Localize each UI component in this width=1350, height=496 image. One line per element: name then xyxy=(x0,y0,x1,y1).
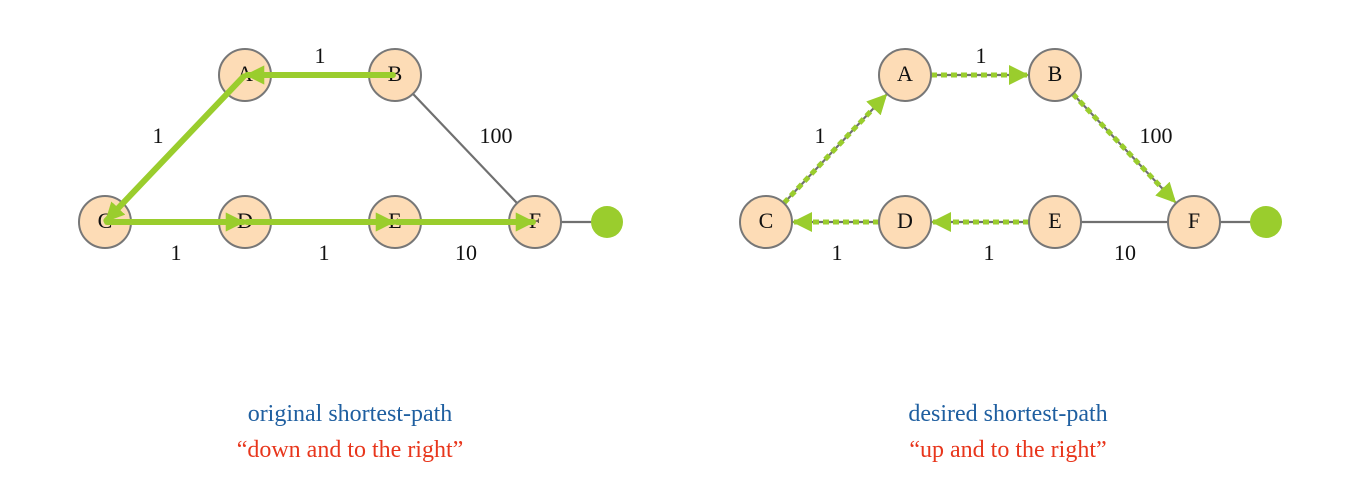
original-edge-weight-B-A: 1 xyxy=(315,43,326,68)
desired-edge-weight-C-A: 1 xyxy=(815,123,826,148)
desired-node-label-E: E xyxy=(1048,208,1061,233)
original-edge-weight-D-E: 1 xyxy=(319,240,330,265)
desired-edge-weight-E-F: 10 xyxy=(1114,240,1136,265)
caption-desired-title: desired shortest-path xyxy=(908,401,1108,427)
desired-highlighted-path xyxy=(782,65,1177,232)
desired-node-label-B: B xyxy=(1048,61,1063,86)
desired-node-D: D xyxy=(878,195,932,249)
original-path-arrows xyxy=(103,65,536,232)
original-edge-weight-E-F: 10 xyxy=(455,240,477,265)
desired-node-circle-F xyxy=(1167,195,1221,249)
original-source-dot xyxy=(591,206,623,238)
caption-desired: desired shortest-path “up and to the rig… xyxy=(758,396,1258,468)
caption-original-subtitle: “down and to the right” xyxy=(236,437,464,463)
desired-node-label-A: A xyxy=(897,61,913,86)
desired-source-dot xyxy=(1250,206,1282,238)
original-edge-weight-A-C: 1 xyxy=(153,123,164,148)
caption-desired-subtitle: “up and to the right” xyxy=(909,437,1107,463)
desired-node-F: F xyxy=(1167,195,1221,249)
desired-node-label-C: C xyxy=(759,208,774,233)
desired-path-edge-B-F xyxy=(1071,92,1177,204)
desired-node-label-F: F xyxy=(1188,208,1200,233)
desired-node-label-D: D xyxy=(897,208,913,233)
desired-node-circle-D xyxy=(878,195,932,249)
desired-node-circle-B xyxy=(1028,48,1082,102)
caption-original-title: original shortest-path xyxy=(247,401,453,427)
desired-node-B: B xyxy=(1028,48,1082,102)
desired-path-edge-C-A xyxy=(782,93,888,205)
original-path-edge-A-C xyxy=(103,73,247,224)
desired-edge-weight-D-C: 1 xyxy=(832,240,843,265)
desired-nodes: A B C D E F xyxy=(739,48,1282,249)
desired-node-C: C xyxy=(739,195,793,249)
desired-node-A: A xyxy=(878,48,932,102)
desired-node-circle-C xyxy=(739,195,793,249)
original-edge-B-F xyxy=(394,74,536,223)
original-edge-weight-B-F: 100 xyxy=(480,123,513,148)
desired-node-circle-A xyxy=(878,48,932,102)
desired-edge-weight-A-B: 1 xyxy=(976,43,987,68)
desired-edge-weight-E-D: 1 xyxy=(984,240,995,265)
original-edge-weight-C-D: 1 xyxy=(171,240,182,265)
panel-desired-graph: A B C D E F 1 1 100 1 1 10 xyxy=(739,43,1282,265)
caption-original: original shortest-path “down and to the … xyxy=(100,396,600,468)
desired-node-E: E xyxy=(1028,195,1082,249)
desired-node-circle-E xyxy=(1028,195,1082,249)
desired-edge-weight-B-F: 100 xyxy=(1140,123,1173,148)
